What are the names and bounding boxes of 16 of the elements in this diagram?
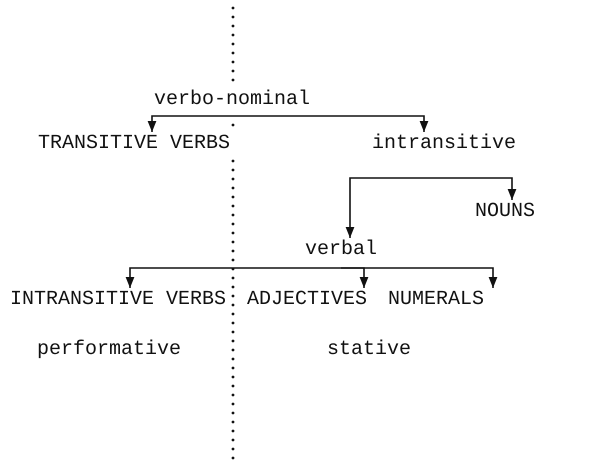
node-label: verbal <box>305 238 378 262</box>
arrow <box>346 177 444 238</box>
arrow <box>148 115 233 132</box>
node-label: NUMERALS <box>388 288 486 312</box>
arrow <box>444 177 516 200</box>
node-label: ADJECTIVES <box>247 288 368 312</box>
arrow <box>341 267 498 288</box>
node-label: TRANSITIVE VERBS <box>38 132 232 156</box>
node-label: verbo-nominal <box>154 88 312 112</box>
category-label: stative <box>327 338 412 362</box>
arrow <box>233 115 428 132</box>
node-label: NOUNS <box>475 200 536 224</box>
category-label: performative <box>37 338 182 362</box>
node-label: intransitive <box>372 132 518 156</box>
arrow <box>126 267 341 288</box>
node-label: INTRANSITIVE VERBS <box>10 288 228 312</box>
